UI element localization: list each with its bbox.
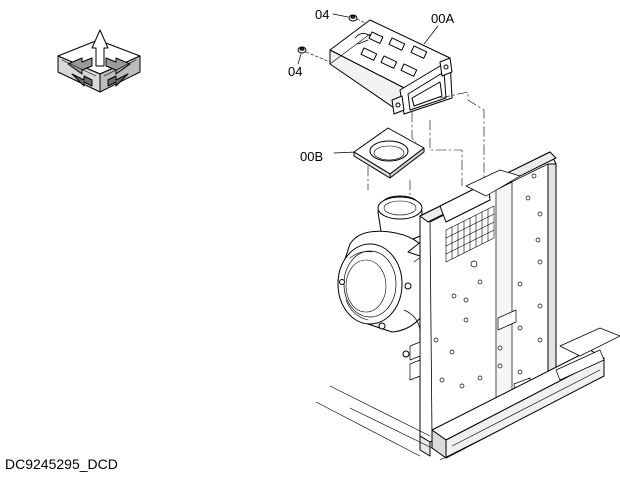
vent-grille [445,205,495,263]
label-part-b: 00B [300,149,324,164]
base-frame [315,327,620,461]
mounting-holes [433,173,543,389]
label-fastener-left: 04 [288,64,303,79]
label-leaders [423,25,439,45]
air-duct-cover [329,19,453,115]
frame-panel [402,151,557,457]
orientation-arrows-icon [57,29,141,93]
drawing-code: DC9245295_DCD [5,456,118,472]
bolt-left [297,46,331,65]
bolt-top [332,13,373,27]
label-part-a: 00A [431,11,455,26]
label-fastener-top: 04 [315,7,330,22]
gasket [333,127,425,179]
